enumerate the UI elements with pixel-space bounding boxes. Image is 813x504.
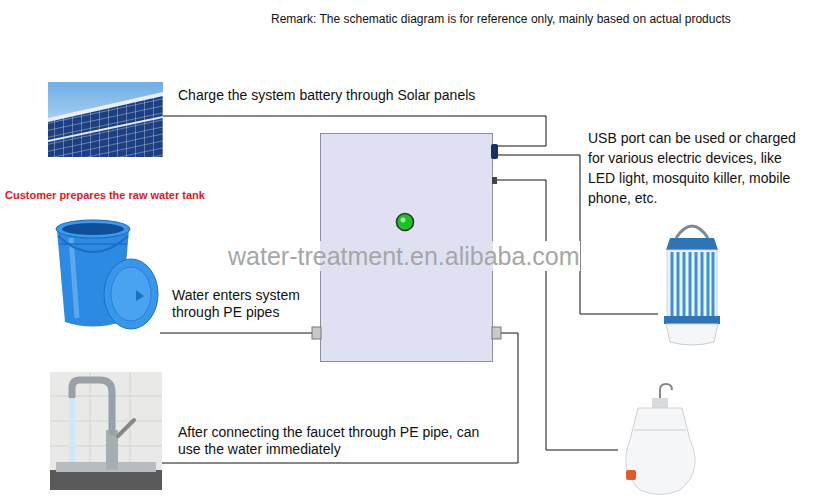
- water-bucket-photo: [56, 220, 158, 329]
- faucet-node: After connecting the faucet through PE p…: [50, 372, 162, 490]
- treatment-unit-box: [320, 133, 493, 362]
- pipe-connector: [160, 333, 320, 334]
- heading-text: Customer prepares the raw water tank: [5, 189, 205, 202]
- status-led: [397, 214, 414, 231]
- ports-and-fittings: [312, 144, 501, 339]
- callout-text: USB port can be used or charged for vari…: [588, 128, 802, 208]
- led-bulb-photo: [626, 384, 695, 495]
- water-tank-node: Customer prepares the raw water tankWate…: [50, 207, 160, 330]
- pipe-connector: [493, 180, 618, 450]
- mosquito-lamp-node: USB port can be used or charged for vari…: [658, 222, 728, 346]
- caption-text: After connecting the faucet through PE p…: [178, 424, 498, 458]
- solar-panel-photo: [48, 82, 163, 157]
- mosquito-lamp-photo: [664, 226, 720, 345]
- caption-text: Charge the system battery through Solar …: [178, 87, 475, 104]
- remark-note: Remark: The schematic diagram is for ref…: [271, 12, 731, 27]
- caption-text: Water enters system through PE pipes: [172, 287, 322, 321]
- solar-panel-node: Charge the system battery through Solar …: [48, 82, 163, 157]
- faucet-photo: [50, 372, 162, 490]
- led-bulb-node: [618, 385, 706, 495]
